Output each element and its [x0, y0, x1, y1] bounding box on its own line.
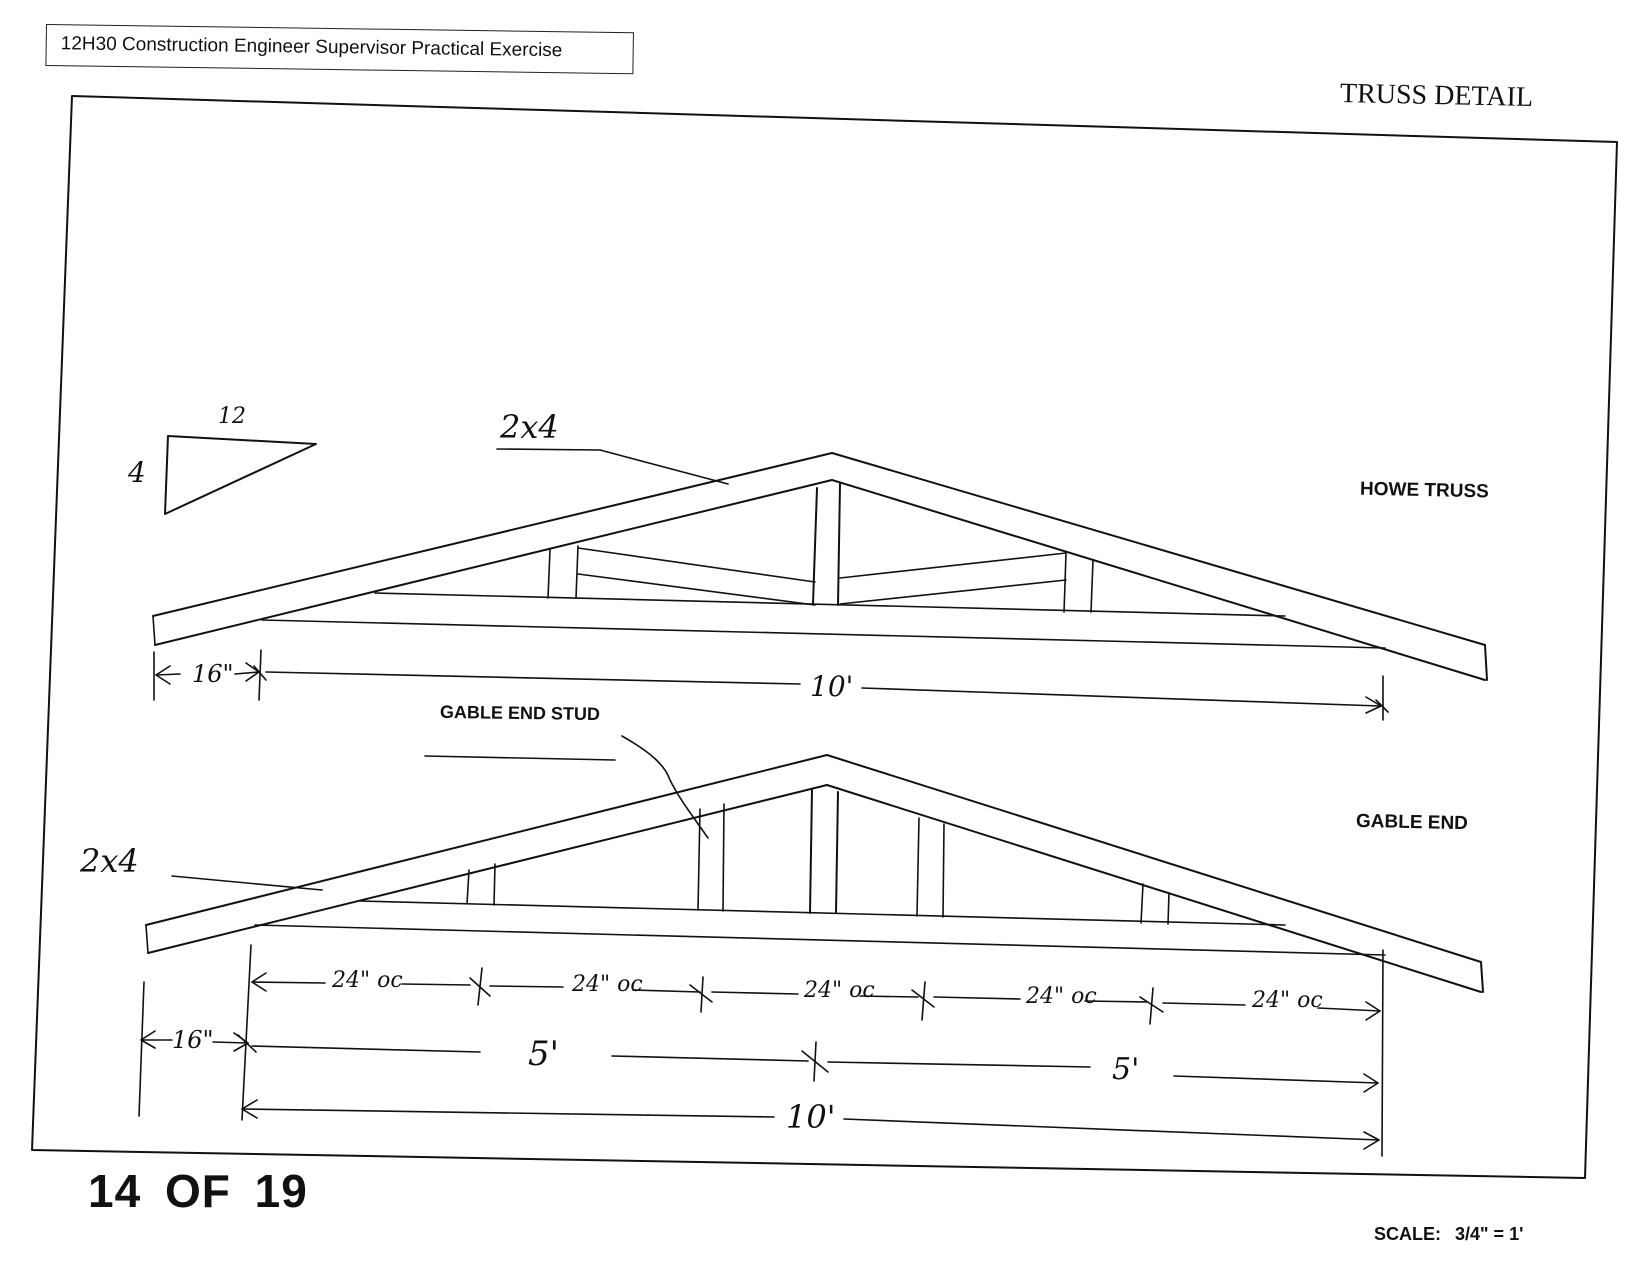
gable-end-frame	[145, 754, 1484, 993]
drawing-border	[31, 95, 1618, 1179]
howe-dimension-lines	[153, 649, 1389, 721]
gable-spacing-1: 24" oc	[332, 968, 403, 993]
gable-spacing-3: 24" oc	[804, 978, 875, 1003]
gable-end-stud-label: GABLE END STUD	[439, 701, 601, 725]
howe-truss-frame	[152, 452, 1488, 681]
page-number: 14 OF 19	[88, 1165, 308, 1217]
gable-lumber-size: 2x4	[80, 842, 139, 880]
howe-overhang-dim: 16"	[192, 660, 234, 688]
gable-half-span-left: 5'	[528, 1034, 559, 1074]
gable-spacing-4: 24" oc	[1026, 984, 1097, 1009]
pitch-triangle	[164, 435, 317, 515]
gable-overhang-dim: 16"	[172, 1026, 214, 1054]
gable-lumber-leader	[171, 875, 323, 891]
gable-half-span-right: 5'	[1112, 1052, 1140, 1087]
scale-label: SCALE:	[1374, 1224, 1441, 1244]
howe-span-dim: 10'	[810, 670, 854, 703]
howe-lumber-size: 2x4	[500, 408, 559, 446]
howe-truss-label: HOWE TRUSS	[1359, 478, 1489, 503]
scale-value: 3/4" = 1'	[1455, 1224, 1524, 1244]
gable-spacing-2: 24" oc	[572, 972, 643, 997]
pitch-rise: 4	[128, 456, 146, 489]
gable-end-label: GABLE END	[1355, 810, 1469, 835]
gable-span-dim: 10'	[786, 1098, 836, 1136]
gable-stud-leader	[424, 735, 709, 839]
gable-spacing-5: 24" oc	[1252, 988, 1323, 1013]
howe-lumber-leader	[496, 448, 729, 485]
scale-note: SCALE: 3/4" = 1'	[1374, 1224, 1537, 1245]
gable-dimension-lines	[138, 944, 1384, 1157]
pitch-run: 12	[218, 404, 246, 429]
